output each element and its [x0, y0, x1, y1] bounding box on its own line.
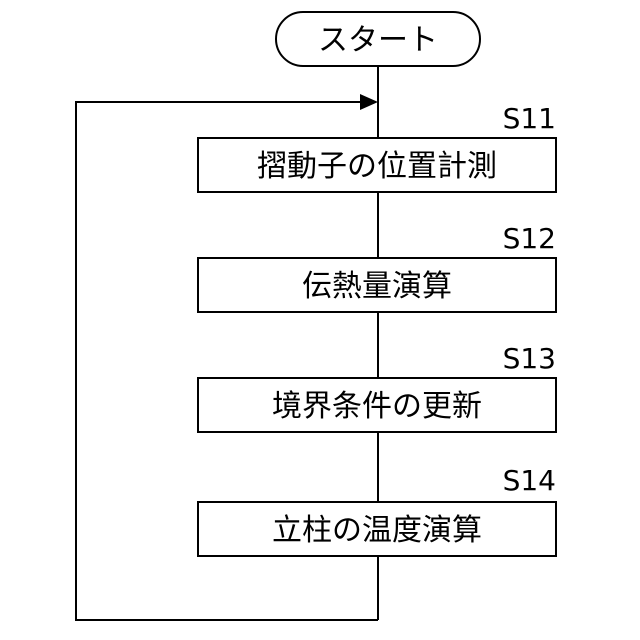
step-id-s12: S12: [503, 222, 556, 255]
process-label-s11: 摺動子の位置計測: [257, 149, 497, 184]
step-id-s13: S13: [503, 342, 556, 375]
step-id-s14: S14: [503, 464, 556, 497]
start-label: スタート: [318, 23, 438, 58]
process-label-s13: 境界条件の更新: [272, 389, 482, 424]
loop-arrow-icon: [360, 94, 378, 110]
process-label-s12: 伝熱量演算: [302, 269, 452, 304]
process-label-s14: 立柱の温度演算: [272, 513, 482, 548]
step-id-s11: S11: [503, 102, 556, 135]
